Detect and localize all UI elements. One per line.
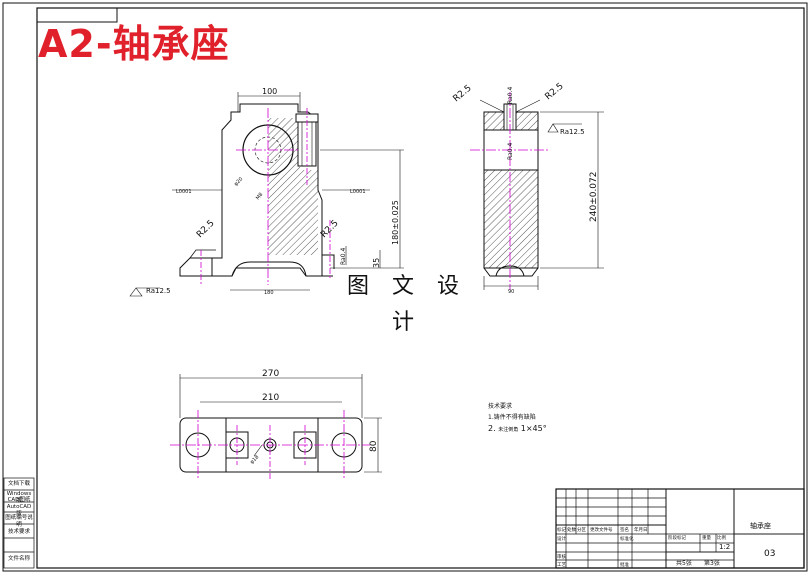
side-cell-4: AutoCAD版: [6, 504, 32, 517]
tb-col-weight: 重量: [702, 534, 711, 541]
tech-notes: 技术要求 1.铸件不得有缺陷 2. 未注倒角 1×45°: [488, 402, 547, 433]
tb-sheet-no: 第3张: [704, 559, 720, 567]
tb-col-stage: 阶段标记: [668, 534, 686, 541]
inner-frame: [36, 7, 805, 569]
tb-h4: 签名: [620, 526, 629, 533]
tb-h2: 分区: [577, 526, 586, 533]
front-ra-04: Ra0.4: [340, 248, 347, 265]
front-dim-35: 35: [372, 258, 381, 268]
top-dim-overall: 270: [262, 369, 279, 379]
front-rough-left: R2.5: [195, 218, 217, 240]
tb-row-craft: 工艺: [557, 562, 566, 568]
side-view: [483, 103, 539, 277]
side-dim-base: 90: [508, 289, 514, 295]
svg-text:2. 未注倒角 1×45°: 2. 未注倒角 1×45°: [488, 424, 547, 433]
side-r-right: R2.5: [544, 81, 566, 102]
side-cell-5: 图纸编号说明: [5, 515, 33, 528]
tb-col-scale: 比例: [717, 534, 726, 541]
drawing-title: A2-轴承座: [38, 22, 230, 66]
front-section-right: L0001: [350, 189, 366, 195]
tb-std: 标准化: [620, 535, 634, 542]
tech-line2-small: 未注倒角: [498, 426, 518, 433]
front-centerlines: [200, 108, 331, 285]
front-dim-base: 180: [264, 290, 274, 296]
tech-line1: 1.铸件不得有缺陷: [488, 413, 536, 421]
tech-line2-prefix: 2.: [488, 424, 496, 433]
side-r-left: R2.5: [452, 83, 474, 104]
top-dim-holes: 210: [262, 393, 279, 403]
side-cell-7: 文件名称: [7, 556, 30, 562]
tb-drawing-no: 03: [764, 549, 775, 559]
front-hole-note: M8: [255, 192, 264, 202]
side-cell-6: 技术要求: [7, 529, 30, 535]
top-centerlines: [170, 410, 370, 480]
side-ra-mid: Ra0.4: [507, 143, 514, 160]
top-dimensions: [179, 374, 382, 473]
side-dim-height: 240±0.072: [589, 172, 599, 222]
tb-row-review: 审核: [557, 553, 566, 560]
tb-part-name: 轴承座: [750, 521, 771, 530]
tb-h5: 年月日: [634, 526, 648, 533]
side-centerlines: [470, 92, 550, 290]
tb-sheets-total: 共5张: [676, 559, 692, 567]
watermark-text: 图 文 设 计: [333, 269, 481, 335]
tb-row-design: 设计: [557, 535, 566, 542]
top-dim-width: 80: [369, 440, 379, 452]
side-ra-right: Ra12.5: [560, 128, 585, 136]
tb-h1: 处数: [567, 526, 576, 533]
side-dimensions: [479, 99, 604, 290]
front-section-left: L0001: [176, 189, 192, 195]
tb-approve: 批准: [620, 561, 629, 568]
front-ra-base: Ra12.5: [146, 287, 171, 295]
side-cell-2: Windows版: [6, 491, 32, 504]
title-block: [555, 488, 805, 569]
tb-h0: 标记: [557, 526, 566, 533]
tb-scale: 1:2: [719, 543, 730, 551]
tb-h3: 更改文件号: [590, 526, 613, 533]
tech-line2-tail: 1×45°: [521, 424, 547, 433]
front-dim-top: 100: [262, 87, 277, 96]
side-panel-grid: [3, 477, 35, 569]
top-hole-note: φ18: [249, 454, 260, 465]
front-dimensions: [129, 92, 404, 297]
side-cell-1: 文档下载: [7, 481, 30, 487]
corner-box: [36, 7, 118, 23]
front-bolt-note: φ20: [233, 176, 244, 187]
top-labels: 270 210 80 φ18: [249, 369, 379, 465]
side-cell-3: CAD图纸: [7, 497, 31, 503]
tech-heading: 技术要求: [488, 402, 512, 410]
front-dim-height: 180±0.025: [391, 200, 400, 245]
side-ra-top: Ra0.4: [507, 87, 514, 104]
title-block-text: 轴承座 03 1:2 阶段标记 重量 比例 共5张 第3张 标记 处数 分区 更…: [557, 521, 775, 568]
side-hatch-body: [484, 170, 538, 268]
